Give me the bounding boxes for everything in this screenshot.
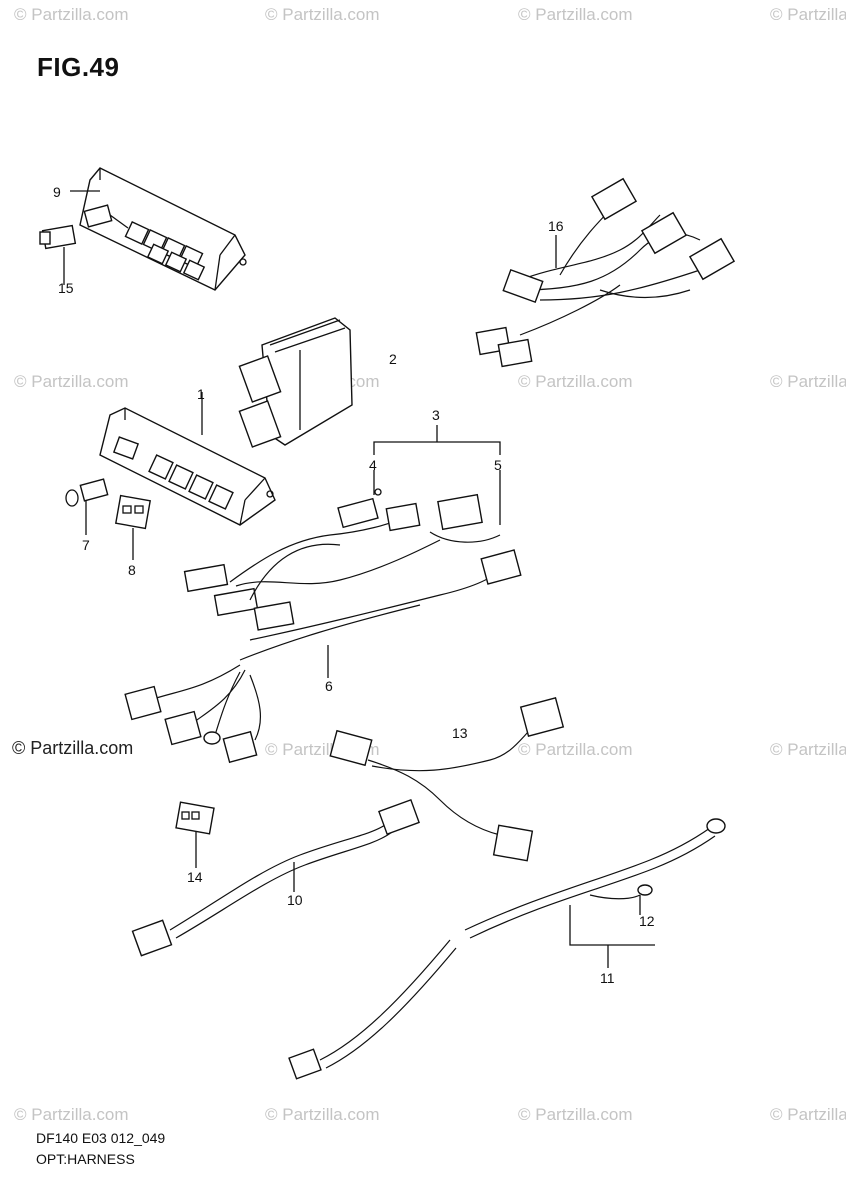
watermark: © Partzilla.com xyxy=(770,5,846,24)
relay-box-icon[interactable] xyxy=(99,392,276,526)
relay-box-icon[interactable] xyxy=(79,167,247,291)
callout-6: 6 xyxy=(325,678,333,694)
watermark: © Partzilla.com xyxy=(14,1105,129,1124)
callout-16: 16 xyxy=(548,218,564,234)
watermark: © Partzilla.com xyxy=(770,740,846,759)
callout-7: 7 xyxy=(82,537,90,553)
callout-14: 14 xyxy=(187,869,203,885)
watermark: © Partzilla.com xyxy=(518,372,633,391)
watermark: © Partzilla.com xyxy=(518,1105,633,1124)
harness-icon[interactable] xyxy=(288,818,726,1080)
callout-5: 5 xyxy=(494,457,502,473)
figure-title: FIG.49 xyxy=(37,52,120,82)
callout-8: 8 xyxy=(128,562,136,578)
callout-2: 2 xyxy=(389,351,397,367)
connector-icon[interactable] xyxy=(39,224,77,285)
connector-icon[interactable] xyxy=(175,801,215,868)
watermark: © Partzilla.com xyxy=(518,5,633,24)
callout-9: 9 xyxy=(53,184,61,200)
callout-4: 4 xyxy=(369,457,377,473)
watermark: © Partzilla.com xyxy=(265,1105,380,1124)
callout-3: 3 xyxy=(432,407,440,423)
callout-10: 10 xyxy=(287,892,303,908)
callout-12: 12 xyxy=(639,913,655,929)
callout-15: 15 xyxy=(58,280,74,296)
figure-code: DF140 E03 012_049 xyxy=(36,1130,166,1146)
watermark: © Partzilla.com xyxy=(265,5,380,24)
harness-icon[interactable] xyxy=(131,799,420,957)
watermark: © Partzilla.com xyxy=(14,5,129,24)
watermark: © Partzilla.com xyxy=(770,1105,846,1124)
harness-icon[interactable] xyxy=(475,177,736,368)
watermark: © Partzilla.com xyxy=(14,372,129,391)
connector-icon[interactable] xyxy=(114,494,152,560)
watermark: © Partzilla.com xyxy=(770,372,846,391)
callout-1: 1 xyxy=(197,386,205,402)
callout-13: 13 xyxy=(452,725,468,741)
harness-icon[interactable] xyxy=(329,696,565,862)
watermark: © Partzilla.com xyxy=(518,740,633,759)
ecu-icon[interactable] xyxy=(238,317,353,448)
figure-name: OPT:HARNESS xyxy=(36,1151,135,1167)
watermark-main: © Partzilla.com xyxy=(12,738,134,758)
callout-11: 11 xyxy=(600,970,615,986)
connector-icon[interactable] xyxy=(65,478,109,535)
harness-icon[interactable] xyxy=(124,488,522,764)
